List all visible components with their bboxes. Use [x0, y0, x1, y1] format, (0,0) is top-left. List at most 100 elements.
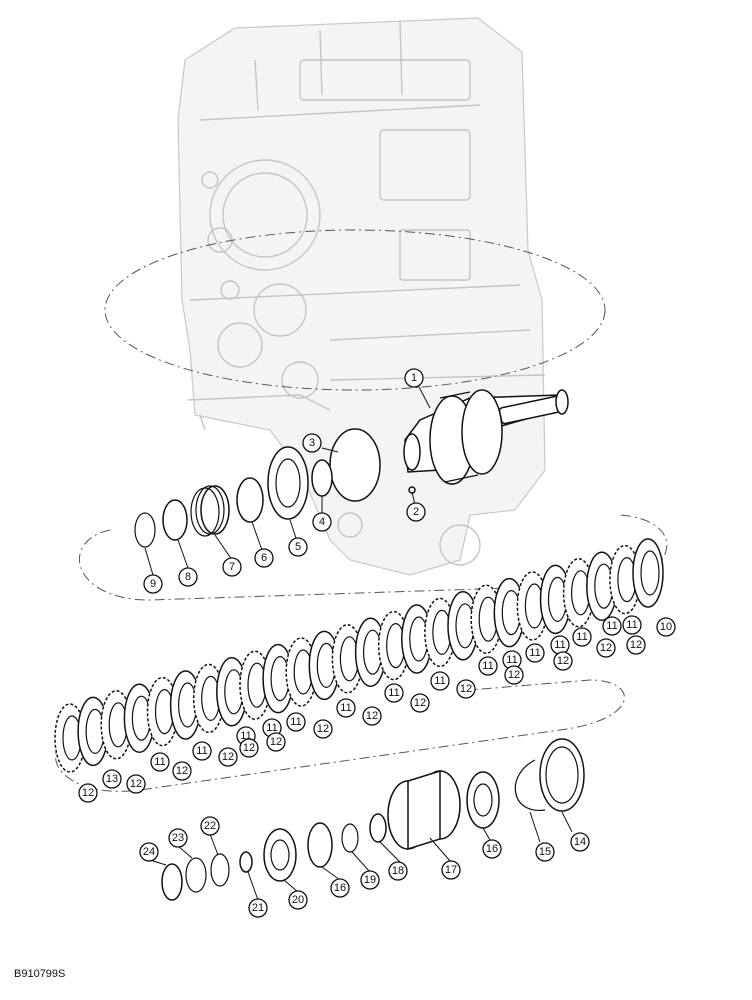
callout-12: 12 — [362, 706, 382, 726]
svg-text:6: 6 — [261, 552, 267, 564]
svg-text:7: 7 — [229, 561, 235, 573]
bearing-ring-group — [134, 446, 309, 548]
svg-text:11: 11 — [290, 716, 301, 728]
svg-text:12: 12 — [460, 683, 472, 695]
callout-14: 14 — [570, 832, 590, 852]
callout-8: 8 — [178, 567, 198, 587]
svg-text:11: 11 — [606, 620, 617, 632]
svg-text:17: 17 — [445, 864, 457, 876]
callout-10: 10 — [656, 617, 676, 637]
svg-text:18: 18 — [392, 865, 404, 877]
svg-text:11: 11 — [506, 654, 517, 666]
callout-12: 12 — [596, 638, 616, 658]
callout-11: 11 — [286, 712, 306, 732]
callout-12: 12 — [456, 679, 476, 699]
svg-text:11: 11 — [576, 631, 587, 643]
svg-text:15: 15 — [539, 846, 551, 858]
callout-18: 18 — [388, 861, 408, 881]
callout-12: 12 — [313, 719, 333, 739]
callout-12: 12 — [266, 732, 286, 752]
callout-11: 11 — [525, 643, 545, 663]
callout-7: 7 — [222, 557, 242, 577]
svg-text:11: 11 — [388, 687, 399, 699]
svg-text:5: 5 — [295, 541, 301, 553]
svg-text:11: 11 — [554, 639, 565, 651]
callout-12: 12 — [218, 747, 238, 767]
callout-12: 12 — [78, 783, 98, 803]
callout-23: 23 — [168, 828, 188, 848]
callout-16: 16 — [330, 878, 350, 898]
svg-text:12: 12 — [82, 787, 94, 799]
svg-text:11: 11 — [340, 702, 351, 714]
svg-text:2: 2 — [413, 506, 419, 518]
svg-text:12: 12 — [366, 710, 378, 722]
svg-text:4: 4 — [319, 516, 325, 528]
svg-text:12: 12 — [176, 765, 188, 777]
callout-1: 1 — [404, 368, 424, 388]
callout-9: 9 — [143, 574, 163, 594]
svg-text:13: 13 — [106, 773, 118, 785]
svg-text:11: 11 — [196, 745, 207, 757]
callout-5: 5 — [288, 537, 308, 557]
callout-17: 17 — [441, 860, 461, 880]
callout-11: 11 — [622, 615, 642, 635]
lower-gear-group — [161, 738, 585, 901]
svg-text:12: 12 — [243, 742, 255, 754]
disc-bore — [640, 550, 660, 596]
svg-text:24: 24 — [143, 846, 155, 858]
output-shaft-assembly — [403, 389, 569, 485]
callout-24: 24 — [139, 842, 159, 862]
svg-text:12: 12 — [630, 639, 642, 651]
svg-text:11: 11 — [434, 675, 445, 687]
svg-text:12: 12 — [600, 642, 612, 654]
callout-11: 11 — [384, 683, 404, 703]
svg-text:14: 14 — [574, 836, 586, 848]
callout-2: 2 — [406, 502, 426, 522]
callout-12: 12 — [410, 693, 430, 713]
callout-3: 3 — [302, 433, 322, 453]
seal-and-small-parts — [311, 428, 416, 502]
svg-text:9: 9 — [150, 578, 156, 590]
callout-11: 11 — [602, 616, 622, 636]
svg-text:12: 12 — [557, 655, 569, 667]
svg-text:8: 8 — [185, 571, 191, 583]
svg-text:11: 11 — [482, 660, 493, 672]
callout-11: 11 — [150, 752, 170, 772]
svg-text:11: 11 — [626, 619, 637, 631]
svg-text:12: 12 — [508, 669, 520, 681]
svg-text:11: 11 — [240, 730, 251, 742]
svg-text:16: 16 — [486, 843, 498, 855]
callout-11: 11 — [336, 698, 356, 718]
svg-text:20: 20 — [292, 894, 304, 906]
callout-12: 12 — [504, 665, 524, 685]
callout-labels: 1 2 3 4 5 6 7 8 9 10 11 11 11 11 11 11 1… — [78, 368, 676, 918]
svg-text:1: 1 — [411, 372, 417, 384]
callout-12: 12 — [172, 761, 192, 781]
svg-text:3: 3 — [309, 437, 315, 449]
svg-text:22: 22 — [204, 820, 216, 832]
callout-11: 11 — [478, 656, 498, 676]
callout-13: 13 — [102, 769, 122, 789]
svg-text:11: 11 — [529, 647, 540, 659]
callout-11: 11 — [430, 671, 450, 691]
figure-reference-code: B910799S — [14, 968, 66, 980]
svg-text:19: 19 — [364, 874, 376, 886]
svg-text:11: 11 — [266, 722, 277, 734]
callout-11: 11 — [572, 627, 592, 647]
callout-12: 12 — [126, 774, 146, 794]
callout-21: 21 — [248, 898, 268, 918]
callout-11: 11 — [550, 635, 570, 655]
callout-12: 12 — [553, 651, 573, 671]
callout-4: 4 — [312, 512, 332, 532]
leader-lines — [144, 384, 573, 901]
callout-12: 12 — [626, 635, 646, 655]
svg-text:10: 10 — [660, 621, 672, 633]
callout-11: 11 — [192, 741, 212, 761]
svg-text:23: 23 — [172, 832, 184, 844]
svg-text:12: 12 — [414, 697, 426, 709]
callout-12: 12 — [239, 738, 259, 758]
callout-22: 22 — [200, 816, 220, 836]
svg-text:21: 21 — [252, 902, 264, 914]
callout-19: 19 — [360, 870, 380, 890]
